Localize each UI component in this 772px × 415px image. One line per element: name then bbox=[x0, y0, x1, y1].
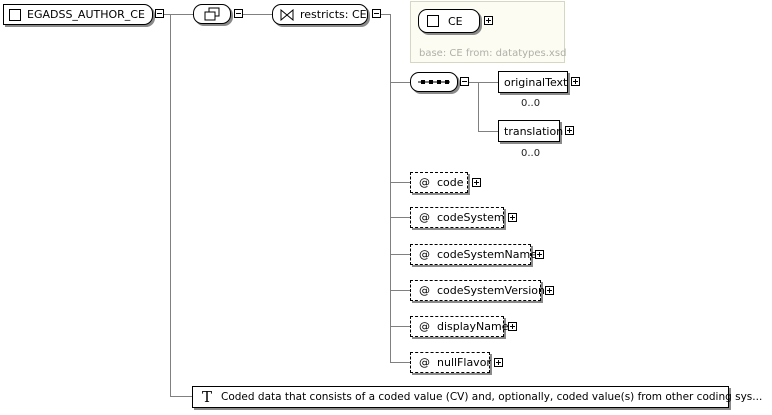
element-icon bbox=[9, 8, 21, 21]
connector bbox=[478, 131, 498, 132]
element-translation[interactable]: translation bbox=[498, 120, 564, 142]
connector bbox=[170, 396, 192, 397]
occurrence-label: 0..0 bbox=[521, 148, 541, 159]
sequence-node[interactable] bbox=[410, 72, 458, 92]
attribute-at-icon: @ bbox=[419, 284, 430, 297]
attribute-at-icon: @ bbox=[419, 248, 430, 261]
connector bbox=[390, 326, 410, 327]
expand-icon[interactable] bbox=[545, 286, 554, 295]
expand-icon[interactable] bbox=[508, 322, 517, 331]
expand-icon[interactable] bbox=[565, 126, 574, 135]
attribute-label: codeSystemName bbox=[437, 248, 537, 261]
expand-icon[interactable] bbox=[571, 77, 580, 86]
connector bbox=[390, 14, 391, 363]
connector bbox=[390, 217, 410, 218]
attribute-codeSystem[interactable]: @ codeSystem bbox=[410, 207, 505, 228]
attribute-label: code bbox=[437, 176, 464, 189]
compositor-icon bbox=[204, 7, 220, 21]
sequence-icon bbox=[418, 80, 450, 84]
attribute-at-icon: @ bbox=[419, 320, 430, 333]
attribute-at-icon: @ bbox=[419, 176, 430, 189]
attribute-label: codeSystem bbox=[437, 211, 505, 224]
base-type-label: CE bbox=[448, 14, 463, 28]
compositor-node[interactable] bbox=[193, 4, 231, 24]
base-type-source: base: CE from: datatypes.xsd bbox=[419, 48, 567, 59]
collapse-icon[interactable] bbox=[155, 9, 164, 18]
attribute-label: nullFlavor bbox=[437, 356, 491, 369]
attribute-displayName[interactable]: @ displayName bbox=[410, 316, 509, 337]
connector bbox=[390, 82, 410, 83]
attribute-label: displayName bbox=[437, 320, 509, 333]
connector bbox=[170, 14, 171, 396]
expand-icon[interactable] bbox=[494, 358, 503, 367]
expand-icon[interactable] bbox=[472, 178, 481, 187]
collapse-icon[interactable] bbox=[460, 77, 469, 86]
expand-icon[interactable] bbox=[484, 16, 493, 25]
collapse-icon[interactable] bbox=[372, 9, 381, 18]
attribute-codeSystemVersion[interactable]: @ codeSystemVersion bbox=[410, 280, 545, 301]
attribute-label: codeSystemVersion bbox=[437, 284, 545, 297]
element-originalText[interactable]: originalText bbox=[498, 71, 568, 93]
restriction-icon bbox=[280, 8, 294, 21]
attribute-code[interactable]: @ code bbox=[410, 172, 468, 193]
attribute-codeSystemName[interactable]: @ codeSystemName bbox=[410, 244, 537, 265]
connector bbox=[390, 362, 410, 363]
annotation-text: Coded data that consists of a coded valu… bbox=[221, 391, 763, 403]
connector bbox=[160, 14, 194, 15]
connector bbox=[380, 14, 390, 15]
restriction-node[interactable]: restricts: CE bbox=[272, 4, 368, 25]
complex-type-icon bbox=[427, 15, 439, 27]
connector bbox=[390, 290, 410, 291]
connector bbox=[468, 82, 498, 83]
expand-icon[interactable] bbox=[535, 250, 544, 259]
connector bbox=[390, 182, 410, 183]
root-element-label: EGADSS_AUTHOR_CE bbox=[27, 8, 145, 21]
occurrence-label: 0..0 bbox=[521, 98, 541, 109]
attribute-nullFlavor[interactable]: @ nullFlavor bbox=[410, 352, 491, 373]
connector bbox=[390, 254, 410, 255]
attribute-at-icon: @ bbox=[419, 211, 430, 224]
collapse-icon[interactable] bbox=[234, 9, 243, 18]
attribute-at-icon: @ bbox=[419, 356, 430, 369]
connector bbox=[478, 82, 479, 131]
base-type-node[interactable]: CE bbox=[418, 9, 480, 33]
annotation-icon: T bbox=[202, 388, 213, 406]
element-label: originalText bbox=[504, 75, 568, 89]
element-label: translation bbox=[504, 124, 564, 138]
expand-icon[interactable] bbox=[508, 213, 517, 222]
annotation-box: T Coded data that consists of a coded va… bbox=[192, 386, 762, 408]
root-element[interactable]: EGADSS_AUTHOR_CE bbox=[3, 4, 153, 25]
restriction-label: restricts: CE bbox=[300, 8, 367, 21]
connector bbox=[242, 14, 272, 15]
